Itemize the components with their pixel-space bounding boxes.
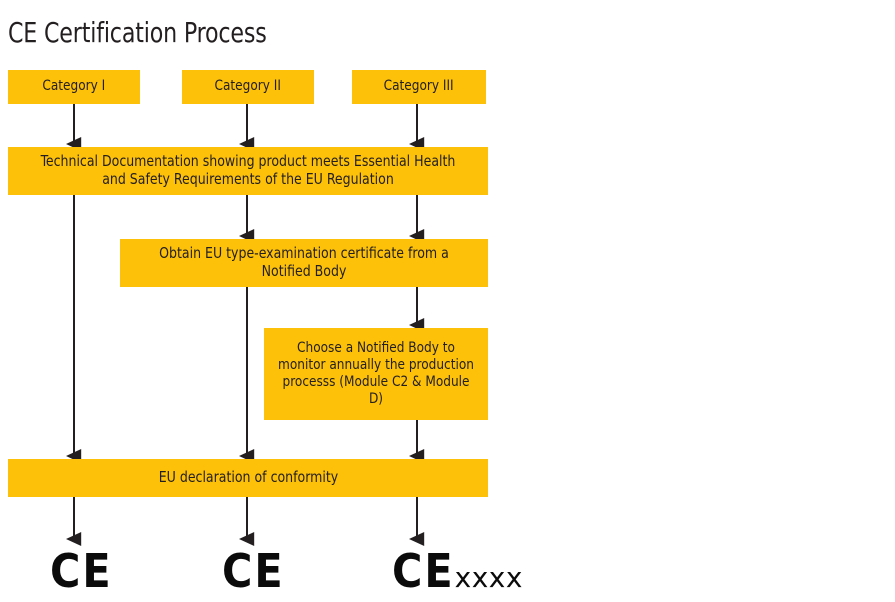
node-category-1-label: Category I: [42, 78, 106, 95]
ce-logo-icon: CE: [50, 544, 113, 598]
node-category-3: Category III: [352, 70, 486, 104]
node-category-2-label: Category II: [214, 78, 282, 95]
ce-logo-icon: CE: [222, 544, 285, 598]
ce-mark-category-2: CE: [222, 548, 285, 594]
node-category-2: Category II: [182, 70, 314, 104]
node-category-1: Category I: [8, 70, 140, 104]
node-category-3-label: Category III: [383, 78, 454, 95]
ce-mark-category-1: CE: [50, 548, 113, 594]
page-title: CE Certification Process: [8, 16, 267, 49]
node-obtain-certificate-label: Obtain EU type-examination certificate f…: [159, 244, 449, 280]
ce-logo-icon: CE: [392, 544, 455, 598]
node-choose-notified-body: Choose a Notified Body to monitor annual…: [264, 328, 488, 420]
ce-mark-category-3: CE xxxx: [392, 548, 523, 594]
node-eu-declaration-of-conformity: EU declaration of conformity: [8, 459, 488, 497]
node-technical-documentation-label: Technical Documentation showing product …: [40, 152, 456, 188]
node-obtain-certificate: Obtain EU type-examination certificate f…: [120, 239, 488, 287]
node-choose-notified-body-label: Choose a Notified Body to monitor annual…: [278, 339, 474, 408]
node-technical-documentation: Technical Documentation showing product …: [8, 147, 488, 195]
ce-notified-body-number: xxxx: [454, 561, 523, 594]
node-eu-declaration-label: EU declaration of conformity: [158, 468, 338, 487]
